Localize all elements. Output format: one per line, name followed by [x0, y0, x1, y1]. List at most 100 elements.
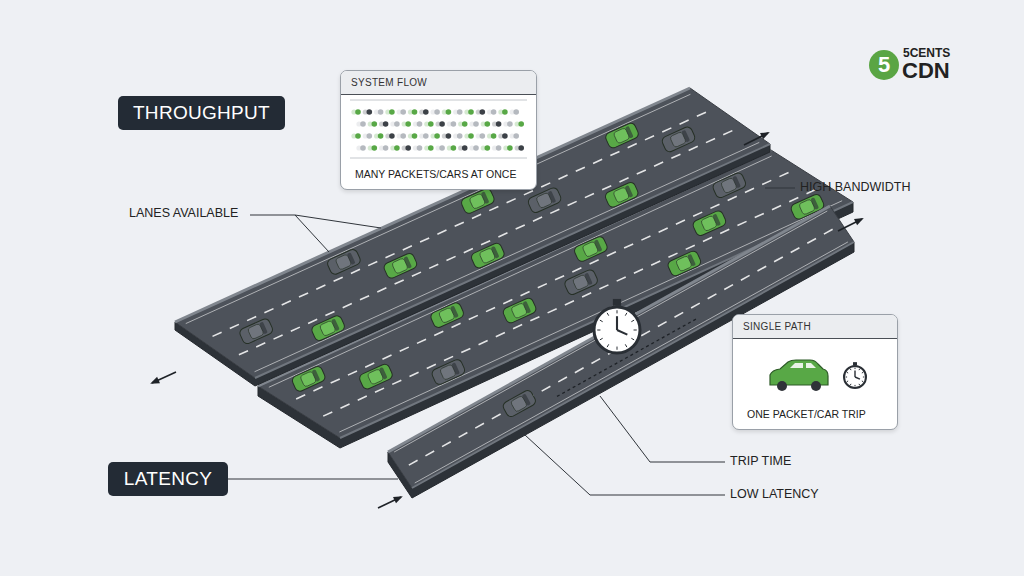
stopwatch-tick [850, 384, 852, 385]
car-wheel [811, 381, 821, 391]
packet-trail [397, 133, 402, 138]
packet-trail [363, 133, 368, 138]
packet-dot [367, 109, 373, 115]
car-body [563, 268, 599, 296]
packet-trail [431, 109, 436, 114]
packet-trail [368, 145, 373, 150]
packet-trail [351, 133, 356, 138]
stopwatch-hand [855, 377, 860, 379]
car-window [810, 197, 819, 210]
car-wheel [777, 381, 787, 391]
car-icon [527, 186, 563, 214]
car-icon [711, 171, 747, 199]
packet-dot [400, 133, 406, 139]
car-window [259, 322, 268, 335]
packet-trail [458, 145, 463, 150]
stopwatch-button [613, 299, 621, 306]
car-icon [238, 317, 274, 345]
packet-trail [510, 109, 515, 114]
packet-trail [424, 121, 429, 126]
car-window [594, 239, 603, 252]
car-window [625, 185, 634, 198]
stopwatch-tick [862, 380, 863, 382]
packet-dot [428, 121, 434, 127]
packet-trail [413, 145, 418, 150]
stopwatch-icon [594, 299, 640, 353]
packet-dot [394, 121, 400, 127]
stopwatch-tick [617, 347, 618, 350]
packet-dot [405, 145, 411, 151]
car-window [625, 126, 634, 139]
packet-dot [383, 145, 389, 151]
stopwatch-hand [854, 370, 855, 377]
stopwatch-button [853, 362, 857, 365]
stopwatch-tick [600, 320, 603, 322]
info-card: SYSTEM FLOWMANY PACKETS/CARS AT ONCE [340, 70, 537, 190]
packet-dot [518, 145, 524, 151]
logo-badge: 5 [869, 50, 899, 80]
node-heading: 5 [878, 52, 890, 78]
stopwatch-tick [863, 377, 865, 378]
callout-label: LANES AVAILABLE [129, 207, 238, 220]
car-body [501, 389, 537, 419]
packet-trail [503, 145, 508, 150]
stopwatch-tick [858, 384, 860, 385]
packet-dot [451, 121, 457, 127]
packet-trail [515, 145, 520, 150]
packet-dot [468, 133, 474, 139]
packet-trail [442, 133, 447, 138]
packet-trail [453, 109, 458, 114]
stopwatch-face [844, 366, 866, 388]
packet-trail [390, 121, 395, 126]
arrow-head [393, 496, 403, 503]
leader-line [295, 215, 381, 228]
packet-dot [480, 133, 486, 139]
packet-dot [502, 109, 508, 115]
arrow-head [150, 377, 160, 384]
node-heading: THROUGHPUT [133, 102, 270, 124]
packet-trail [469, 121, 474, 126]
packet-trail [431, 133, 436, 138]
packet-trail [424, 145, 429, 150]
car-icon [326, 248, 362, 276]
car-icon [661, 125, 697, 153]
section-tag: THROUGHPUT [118, 96, 285, 130]
car-body [604, 181, 640, 209]
packet-trail [503, 121, 508, 126]
stopwatch-tick [858, 369, 860, 370]
single-car-icon [770, 360, 828, 391]
guard-rail [255, 144, 770, 378]
packet-dot [513, 133, 519, 139]
packet-dot [480, 109, 486, 115]
car-body [666, 250, 702, 278]
leader-line [525, 435, 725, 495]
car-body [326, 248, 362, 276]
callout-label: HIGH BANDWIDTH [800, 181, 910, 194]
packet-dot [372, 145, 378, 151]
packet-trail [498, 109, 503, 114]
packet-dot [473, 145, 479, 151]
packet-dot [485, 121, 491, 127]
packet-dot [457, 133, 463, 139]
packet-flow [350, 100, 527, 158]
packet-trail [408, 133, 413, 138]
packet-trail [476, 133, 481, 138]
car-icon [604, 181, 640, 209]
packet-dot [412, 133, 418, 139]
packet-dot [446, 109, 452, 115]
packet-trail [419, 109, 424, 114]
packet-dot [400, 109, 406, 115]
packet-trail [436, 121, 441, 126]
car-window [491, 246, 500, 259]
leader-line [765, 188, 795, 189]
car-icon [460, 187, 496, 215]
packet-dot [439, 145, 445, 151]
car-icon [430, 358, 466, 386]
leader-line [250, 215, 329, 252]
packet-trail [481, 121, 486, 126]
stopwatch-tick [862, 372, 863, 374]
info-card: SINGLE PATHONE PACKET/CAR TRIP [732, 314, 898, 430]
packet-dot [423, 133, 429, 139]
